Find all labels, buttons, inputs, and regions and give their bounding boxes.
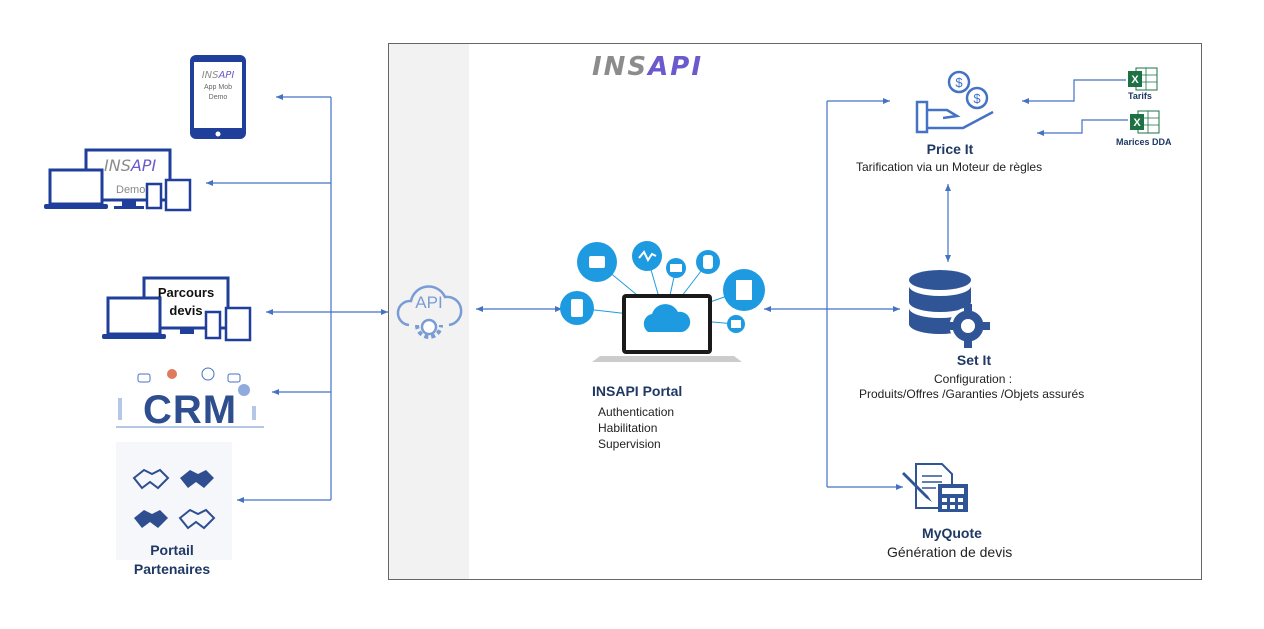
laptop-cloud-hub-icon <box>560 241 765 362</box>
set-it-title: Set It <box>956 352 992 368</box>
api-cloud-gear-icon <box>396 285 463 339</box>
handshake-icon <box>178 508 216 530</box>
logo-suffix: API <box>648 52 704 82</box>
price-it-title: Price It <box>926 141 974 157</box>
portal-title: INSAPI Portal <box>592 383 683 399</box>
portal-feature: Authentication <box>598 405 675 419</box>
price-it-subtitle: Tarification via un Moteur de règles <box>856 160 1043 174</box>
myquote-title: MyQuote <box>922 525 982 541</box>
logo-prefix: INS <box>592 52 649 82</box>
tarifs-label: Tarifs <box>1128 91 1152 101</box>
partners-portal[interactable] <box>116 442 232 560</box>
smartphone-icon <box>190 55 246 139</box>
desktop-brand: INSAPI <box>104 156 157 175</box>
desktop-line1: Demo <box>116 184 146 196</box>
api-label: API <box>415 293 443 312</box>
portal-feature: Supervision <box>598 437 661 451</box>
mobile-app-device[interactable]: INSAPI App Mob Demo <box>188 54 248 140</box>
crm-label: CRM <box>142 388 238 432</box>
portal-features: Authentication Habilitation Supervision <box>598 404 674 452</box>
crm-system[interactable]: CRM <box>116 360 264 432</box>
insapi-logo: INSAPI <box>592 52 703 82</box>
portal-hub <box>560 238 770 362</box>
api-gateway[interactable]: API <box>393 277 465 349</box>
handshake-icon <box>132 468 170 490</box>
api-gateway-strip <box>389 44 469 579</box>
crm-people-icon <box>116 367 264 428</box>
desktop-demo-devices[interactable]: INSAPI Demo <box>44 148 194 212</box>
marices-dda-source[interactable]: X Marices DDA <box>1116 110 1186 150</box>
handshake-icon <box>134 510 168 528</box>
svg-text:X: X <box>1131 74 1139 86</box>
handshake-icons <box>132 468 216 530</box>
svg-text:$: $ <box>973 91 981 106</box>
parcours-devis-devices[interactable]: Parcours devis <box>102 276 252 342</box>
excel-icon: X <box>1130 110 1160 134</box>
parcours-label: Parcours devis <box>157 285 215 318</box>
portal-feature: Habilitation <box>598 421 658 435</box>
tarifs-source[interactable]: X Tarifs <box>1128 67 1162 103</box>
arrow-tarifs <box>1022 79 1126 104</box>
set-it-line2: Produits/Offres /Garanties /Objets assur… <box>859 387 1085 401</box>
database-gear-icon <box>909 270 990 348</box>
set-it-line1: Configuration : <box>934 372 1013 386</box>
marices-label: Marices DDA <box>1116 137 1172 147</box>
svg-text:$: $ <box>955 75 963 90</box>
document-calculator-icon <box>902 463 968 512</box>
multi-device-icon <box>44 148 192 212</box>
handshake-icon <box>180 470 214 488</box>
myquote-subtitle: Génération de devis <box>887 544 1013 560</box>
set-it-module[interactable] <box>906 268 992 348</box>
arrow-marices <box>1037 119 1128 136</box>
price-it-module[interactable]: $ $ <box>913 70 997 136</box>
svg-text:X: X <box>1133 117 1141 129</box>
mobile-line1: App Mob <box>203 84 233 91</box>
partners-label: Portail Partenaires <box>133 542 211 577</box>
hand-coins-icon: $ $ <box>915 70 994 134</box>
mobile-brand: INSAPI <box>201 70 235 81</box>
excel-icon: X <box>1128 67 1158 91</box>
myquote-module[interactable] <box>902 462 972 514</box>
multi-device-icon <box>102 276 252 342</box>
mobile-line2: Demo <box>208 94 228 101</box>
